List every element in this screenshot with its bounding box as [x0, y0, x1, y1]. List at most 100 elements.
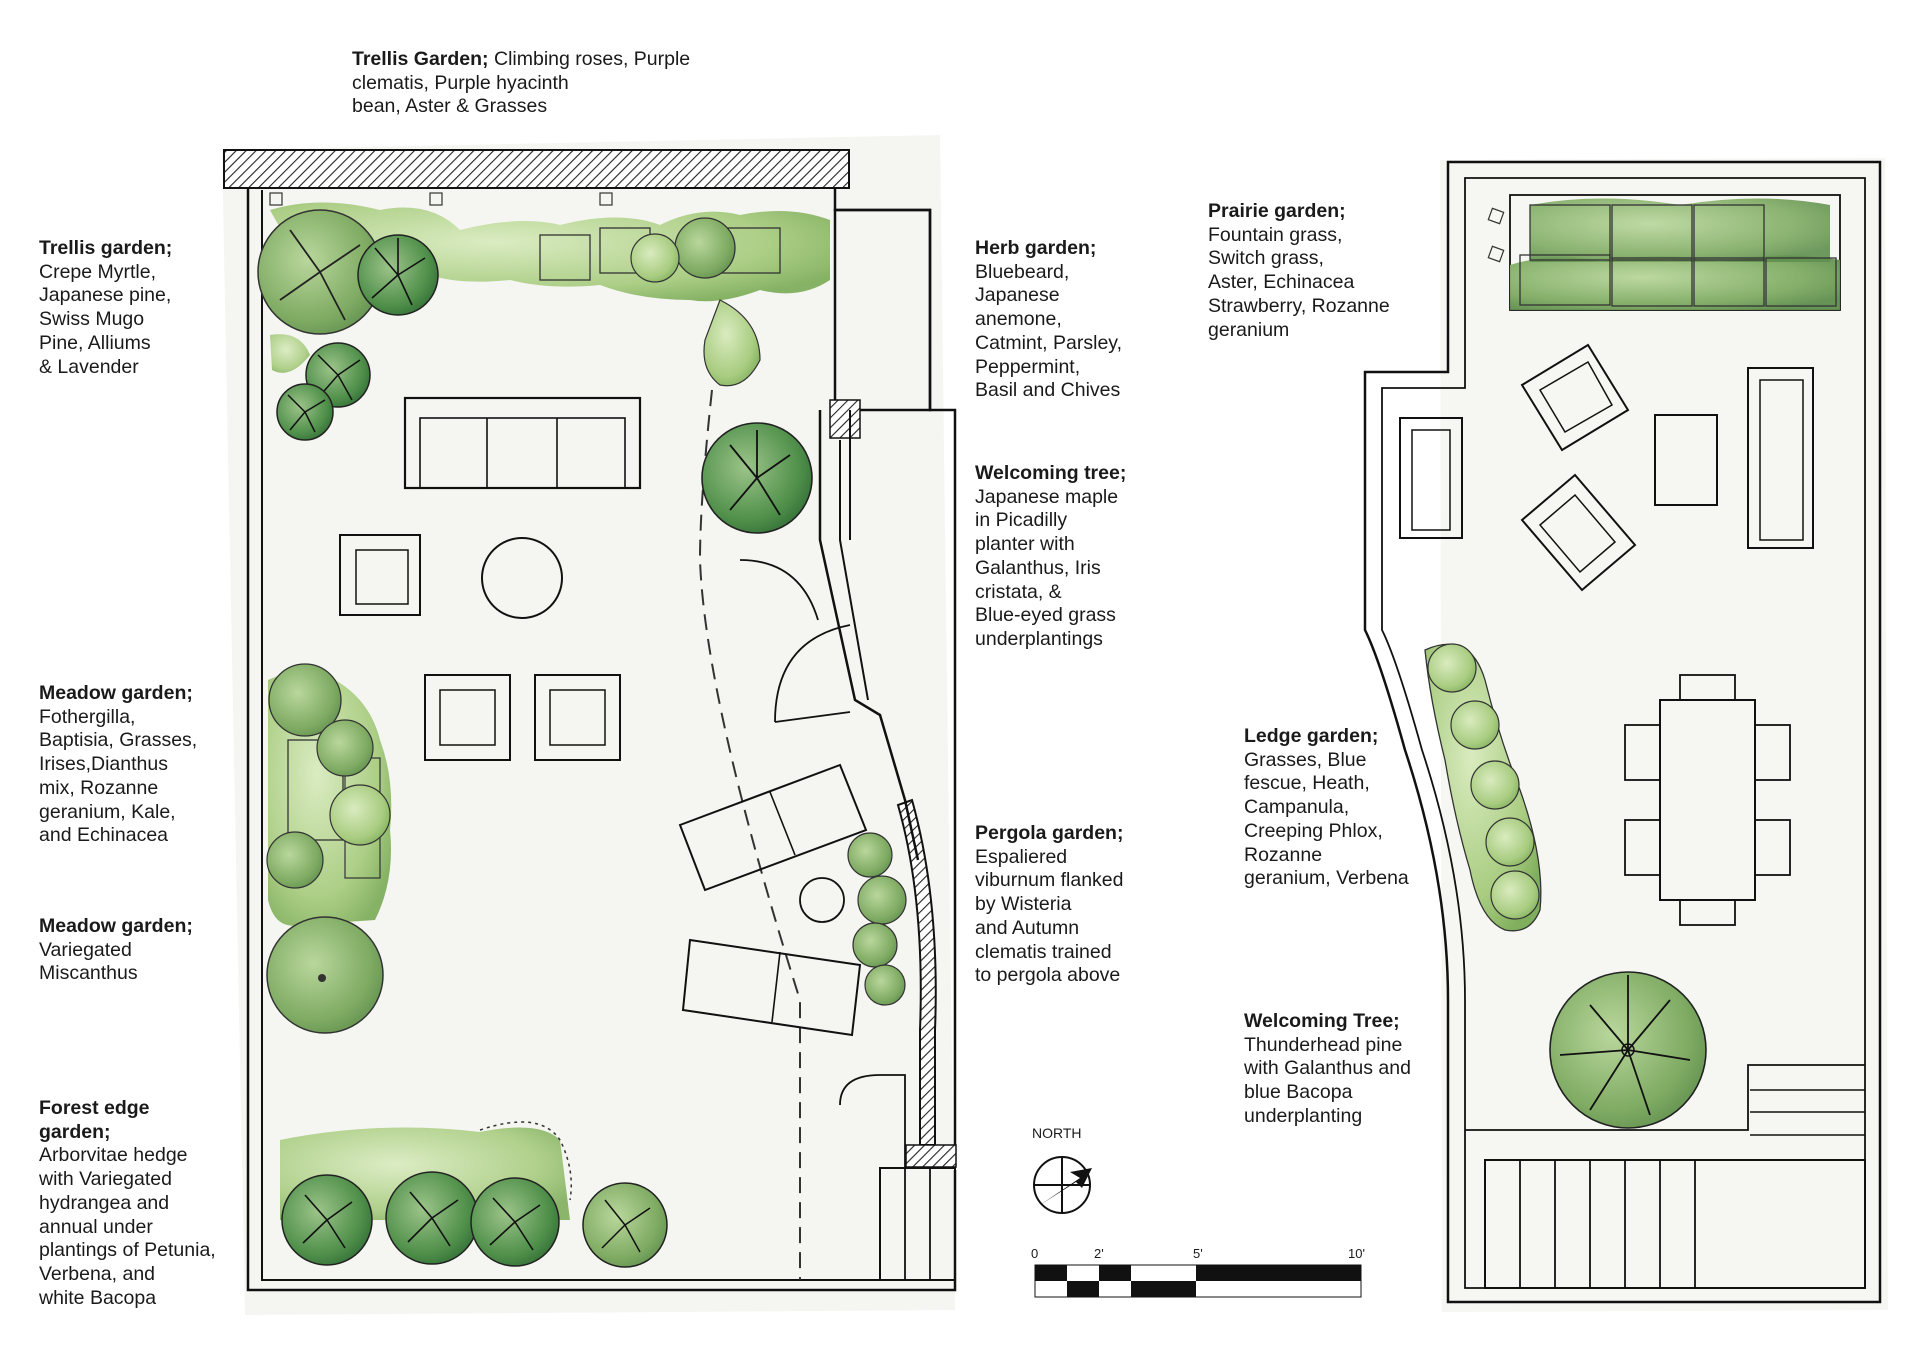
label-line: Espaliered — [975, 845, 1068, 868]
label-line: anemone, — [975, 308, 1062, 331]
label-title: garden; — [39, 1120, 111, 1143]
label-line: Switch grass, — [1208, 247, 1324, 270]
lounge-chair-1 — [1520, 343, 1630, 452]
right-plan-boundary — [1363, 160, 1882, 1304]
label-title: Meadow garden; — [39, 682, 193, 704]
bench-left — [1399, 417, 1463, 539]
right-stairs — [1465, 1064, 1866, 1289]
label-line: Bluebeard, — [975, 260, 1070, 283]
label-line: Fothergilla, — [39, 705, 136, 728]
label-line: bean, Aster & Grasses — [352, 95, 548, 118]
lounge-chair-2 — [1520, 473, 1637, 592]
bench-right — [1747, 367, 1814, 549]
label-line: Strawberry, Rozanne — [1208, 294, 1390, 317]
scale-tick-5: 5' — [1193, 1246, 1203, 1261]
chair-3 — [534, 674, 621, 761]
label-line: Japanese maple — [975, 485, 1119, 508]
label-line: mix, Rozanne — [39, 776, 159, 799]
label-line: Baptisia, Grasses, — [39, 729, 198, 752]
chair-2 — [424, 674, 511, 761]
label-line: Fountain grass, — [1208, 223, 1343, 246]
label-line: by Wisteria — [975, 893, 1072, 916]
label-line: underplanting — [1244, 1104, 1363, 1127]
label-line: Galanthus, Iris — [975, 556, 1101, 579]
label-title: Meadow garden; — [39, 915, 193, 937]
label-line: Arborvitae hedge — [39, 1144, 188, 1167]
label-line: Rozanne — [1244, 843, 1323, 866]
label-line: Peppermint, — [975, 355, 1081, 378]
label-line: to pergola above — [975, 964, 1121, 987]
label-line: Climbing roses, Purple — [493, 48, 691, 70]
label-line: plantings of Petunia, — [39, 1239, 216, 1262]
label-title: Trellis Garden; — [352, 48, 489, 70]
label-line: underplantings — [975, 627, 1103, 650]
right-plan-paper — [1440, 158, 1888, 1312]
label-line: in Picadilly — [975, 509, 1068, 532]
label-meadow-garden-1: Meadow garden; Fothergilla, Baptisia, Gr… — [39, 682, 197, 848]
label-line: Creeping Phlox, — [1244, 819, 1383, 842]
label-line: and Echinacea — [39, 824, 169, 847]
label-line: viburnum flanked — [975, 869, 1124, 892]
label-line: Variegated — [39, 938, 132, 961]
label-trellis-garden-left: Trellis garden; Crepe Myrtle, Japanese p… — [39, 237, 172, 379]
prairie-planting — [1487, 194, 1841, 311]
north-arrow — [1033, 1156, 1092, 1214]
label-line: hydrangea and — [39, 1191, 170, 1214]
label-title: Welcoming tree; — [975, 462, 1127, 484]
label-forest-edge-garden: Forest edge garden; Arborvitae hedge wit… — [39, 1097, 216, 1310]
label-line: annual under — [39, 1215, 153, 1238]
label-line: Japanese pine, — [39, 284, 172, 307]
label-line: Blue-eyed grass — [975, 604, 1116, 627]
label-pergola-garden: Pergola garden; Espaliered viburnum flan… — [975, 822, 1124, 988]
label-line: geranium, Kale, — [39, 800, 176, 823]
armchair-1 — [339, 534, 421, 616]
label-line: geranium — [1208, 318, 1290, 341]
swiss-mugo-pine-2 — [276, 383, 334, 441]
label-title: Herb garden; — [975, 237, 1097, 259]
label-meadow-garden-2: Meadow garden; Variegated Miscanthus — [39, 915, 193, 986]
label-line: Verbena, and — [39, 1262, 156, 1285]
label-line: Irises,Dianthus — [39, 753, 168, 776]
label-title: Ledge garden; — [1244, 725, 1379, 747]
label-welcoming-tree-1: Welcoming tree; Japanese maple in Picadi… — [975, 462, 1126, 652]
label-line: clematis trained — [975, 940, 1112, 963]
label-welcoming-tree-2: Welcoming Tree; Thunderhead pine with Ga… — [1244, 1010, 1411, 1129]
label-line: fescue, Heath, — [1244, 772, 1370, 795]
label-line: Basil and Chives — [975, 379, 1121, 402]
north-label: NORTH — [1032, 1125, 1082, 1141]
label-line: geranium, Verbena — [1244, 867, 1409, 890]
dining-table — [1624, 674, 1791, 926]
label-line: clematis, Purple hyacinth — [352, 71, 569, 94]
left-garden-plan — [222, 135, 957, 1315]
label-line: and Autumn — [975, 916, 1080, 939]
top-wall — [223, 149, 850, 189]
label-line: with Variegated — [39, 1168, 172, 1191]
japanese-pine-tree — [357, 234, 439, 316]
label-title: Trellis garden; — [39, 237, 173, 259]
label-line: blue Bacopa — [1244, 1081, 1353, 1104]
crepe-myrtle-tree — [257, 209, 383, 335]
thunderhead-pine-tree — [1549, 971, 1707, 1129]
label-line: Miscanthus — [39, 962, 138, 985]
label-title: Welcoming Tree; — [1244, 1010, 1400, 1032]
label-line: Japanese — [975, 284, 1060, 307]
label-line: Aster, Echinacea — [1208, 271, 1355, 294]
meadow-planting — [266, 663, 392, 1034]
label-line: cristata, & — [975, 580, 1062, 603]
label-line: Crepe Myrtle, — [39, 260, 157, 283]
label-trellis-garden-top: Trellis Garden; Climbing roses, Purple c… — [352, 48, 690, 119]
label-line: Grasses, Blue — [1244, 748, 1367, 771]
label-line: & Lavender — [39, 355, 139, 378]
label-line: Thunderhead pine — [1244, 1033, 1403, 1056]
left-stairs — [839, 1074, 956, 1281]
label-herb-garden: Herb garden; Bluebeard, Japanese anemone… — [975, 237, 1122, 403]
label-line: Pine, Alliums — [39, 331, 151, 354]
scale-tick-2: 2' — [1094, 1246, 1104, 1261]
sofa — [403, 396, 642, 490]
label-prairie-garden: Prairie garden; Fountain grass, Switch g… — [1208, 200, 1390, 342]
label-line: white Bacopa — [39, 1286, 157, 1309]
label-line: Campanula, — [1244, 796, 1350, 819]
forest-edge-planting — [280, 1121, 668, 1268]
label-ledge-garden: Ledge garden; Grasses, Blue fescue, Heat… — [1244, 725, 1409, 891]
label-line: planter with — [975, 533, 1075, 556]
